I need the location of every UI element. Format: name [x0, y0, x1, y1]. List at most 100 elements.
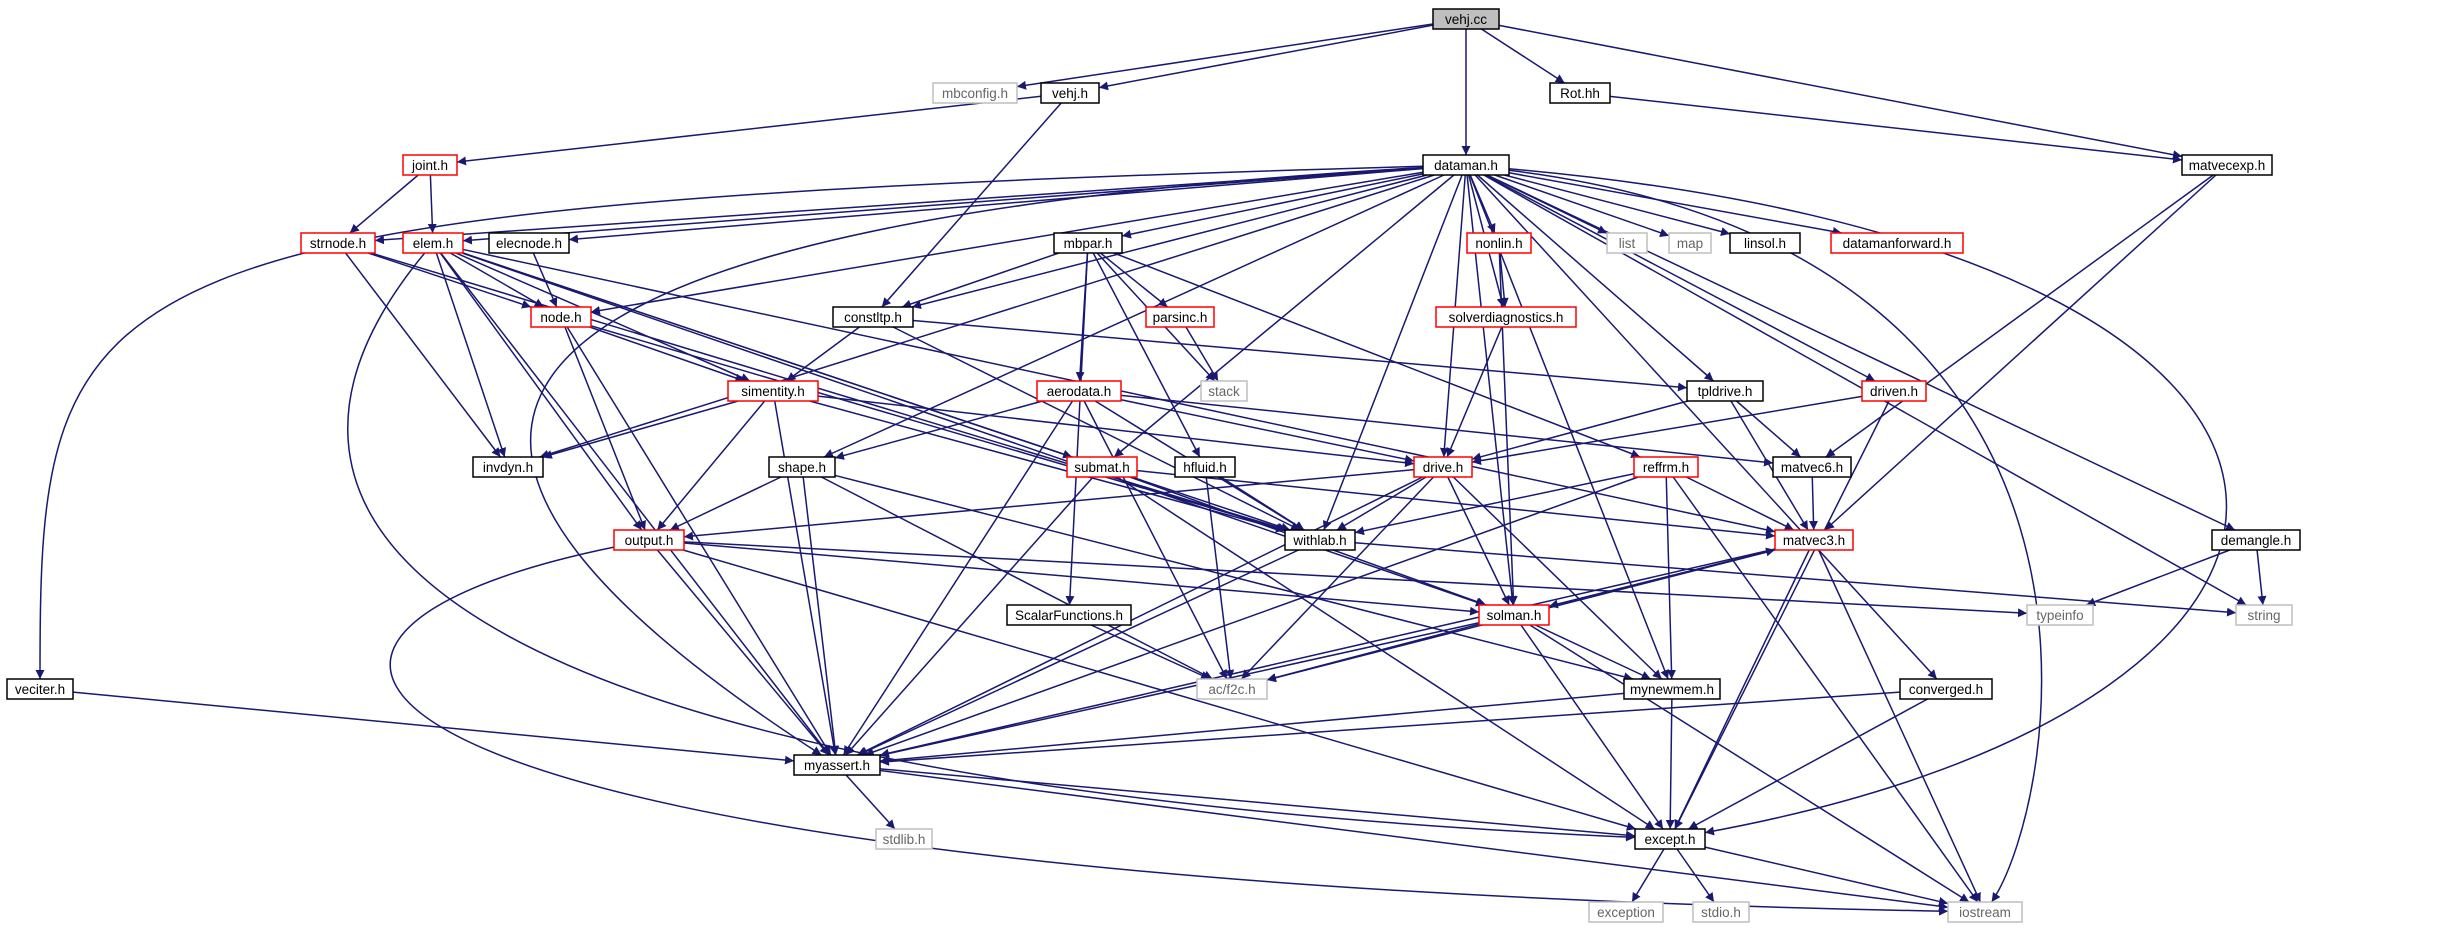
node-box [6, 678, 74, 700]
edge-submat-h-to-except-h [1116, 476, 1656, 830]
node-except-h[interactable]: except.h [1634, 828, 1706, 850]
edge-except-h-to-iostream [1704, 846, 1949, 906]
node-matvec6-h[interactable]: matvec6.h [1772, 456, 1852, 478]
node-myassert-h[interactable]: myassert.h [793, 754, 881, 776]
edge-shape-h-to-output-h [669, 476, 782, 531]
node-label: drive.h [1423, 460, 1464, 475]
node-iostream: iostream [1947, 901, 2023, 923]
node-vehj-h[interactable]: vehj.h [1040, 82, 1100, 104]
node-elecnode-h[interactable]: elecnode.h [488, 232, 570, 254]
node-submat-h[interactable]: submat.h [1066, 456, 1138, 478]
node-parsinc-h[interactable]: parsinc.h [1145, 306, 1215, 328]
node-box [1830, 232, 1964, 254]
node-label: vehj.h [1052, 86, 1088, 101]
node-simentity-h[interactable]: simentity.h [727, 380, 819, 402]
node-box [488, 232, 570, 254]
edge-mbpar-h-to-constltp-h [901, 252, 1060, 309]
node-vehj-cc[interactable]: vehj.cc [1432, 8, 1500, 30]
edge-output-h-to-solman-h [683, 542, 1480, 616]
node-drive-h[interactable]: drive.h [1413, 456, 1473, 478]
node-box [1040, 82, 1100, 104]
edge-vehj-cc-to-rot-hh [1481, 28, 1565, 84]
node-box [530, 306, 592, 328]
edge-drive-h-to-ac-f2c-h [1240, 476, 1435, 680]
node-label: vehj.cc [1445, 12, 1487, 27]
node-label: matvec3.h [1783, 533, 1845, 548]
edge-strnode-h-to-invdyn-h [344, 252, 502, 458]
node-label: demangle.h [2221, 533, 2292, 548]
node-box [768, 456, 836, 478]
node-mynewmem-h[interactable]: mynewmem.h [1623, 678, 1721, 700]
node-hfluid-h[interactable]: hfluid.h [1174, 456, 1236, 478]
edge-output-h-to-iostream [389, 546, 1949, 916]
node-label: datamanforward.h [1843, 236, 1952, 251]
node-box [1200, 380, 1248, 402]
node-tpldrive-h[interactable]: tpldrive.h [1686, 380, 1764, 402]
edge-demangle-h-to-string [2256, 549, 2267, 606]
node-aerodata-h[interactable]: aerodata.h [1036, 380, 1122, 402]
node-reffrm-h[interactable]: reffrm.h [1633, 456, 1699, 478]
edge-dataman-h-to-except-h [1508, 168, 2228, 836]
node-nonlin-h[interactable]: nonlin.h [1466, 232, 1532, 254]
edge-mynewmem-h-to-except-h [1665, 698, 1675, 830]
edge-dataman-h-to-myassert-h [529, 166, 1424, 756]
node-label: nonlin.h [1475, 236, 1522, 251]
node-shape-h[interactable]: shape.h [768, 456, 836, 478]
node-box [832, 306, 914, 328]
edge-solman-h-to-myassert-h [879, 622, 1480, 758]
node-solman-h[interactable]: solman.h [1478, 604, 1550, 626]
node-stdlib-h: stdlib.h [875, 828, 933, 850]
node-label: converged.h [1909, 682, 1983, 697]
node-scalarfunctions-h[interactable]: ScalarFunctions.h [1006, 604, 1132, 626]
edge-dataman-h-to-tpldrive-h [1476, 174, 1715, 382]
edge-elem-h-to-except-h [347, 252, 1636, 842]
edge-matvec6-h-to-matvec3-h [1808, 476, 1818, 531]
node-solverdiagnostics-h[interactable]: solverdiagnostics.h [1435, 306, 1577, 328]
edge-node-h-to-output-h [564, 326, 646, 531]
node-box [2181, 154, 2273, 176]
node-label: map [1677, 236, 1703, 251]
node-veciter-h[interactable]: veciter.h [6, 678, 74, 700]
node-label: veciter.h [15, 682, 65, 697]
node-box [1729, 232, 1801, 254]
node-datamanforward-h[interactable]: datamanforward.h [1830, 232, 1964, 254]
edge-converged-h-to-myassert-h [879, 691, 1901, 766]
node-label: ScalarFunctions.h [1015, 608, 1123, 623]
node-box [1466, 232, 1532, 254]
node-rot-hh[interactable]: Rot.hh [1549, 82, 1611, 104]
node-constltp-h[interactable]: constltp.h [832, 306, 914, 328]
node-box [1435, 306, 1577, 328]
node-joint-h[interactable]: joint.h [402, 154, 458, 176]
node-converged-h[interactable]: converged.h [1899, 678, 1993, 700]
node-label: matvec6.h [1781, 460, 1843, 475]
node-dataman-h[interactable]: dataman.h [1422, 154, 1510, 176]
node-box [932, 82, 1018, 104]
node-label: linsol.h [1744, 236, 1786, 251]
node-box [1861, 380, 1927, 402]
edge-solman-h-to-except-h [1520, 624, 1664, 830]
edge-dataman-h-to-map [1494, 174, 1670, 237]
node-node-h[interactable]: node.h [530, 306, 592, 328]
node-output-h[interactable]: output.h [613, 529, 685, 551]
node-invdyn-h[interactable]: invdyn.h [472, 456, 544, 478]
node-label: mbconfig.h [942, 86, 1008, 101]
edge-simentity-h-to-output-h [656, 400, 766, 531]
node-box [793, 754, 881, 776]
edge-vehj-cc-to-matvecexp-h [1498, 24, 2183, 160]
edge-matvec3-h-to-except-h [1674, 549, 1810, 830]
edge-dataman-h-to-shape-h [823, 174, 1445, 458]
node-demangle-h[interactable]: demangle.h [2211, 529, 2301, 551]
node-label: aerodata.h [1047, 384, 1112, 399]
node-matvec3-h[interactable]: matvec3.h [1774, 529, 1854, 551]
node-mbpar-h[interactable]: mbpar.h [1053, 232, 1123, 254]
node-elem-h[interactable]: elem.h [402, 232, 464, 254]
node-driven-h[interactable]: driven.h [1861, 380, 1927, 402]
edge-vehj-h-to-joint-h [456, 95, 1042, 166]
edge-simentity-h-to-invdyn-h [542, 400, 739, 459]
node-box [402, 232, 464, 254]
edge-dataman-h-to-datamanforward-h [1508, 172, 1842, 236]
node-withlab-h[interactable]: withlab.h [1284, 529, 1356, 551]
node-linsol-h[interactable]: linsol.h [1729, 232, 1801, 254]
node-strnode-h[interactable]: strnode.h [300, 232, 376, 254]
node-matvecexp-h[interactable]: matvecexp.h [2181, 154, 2273, 176]
